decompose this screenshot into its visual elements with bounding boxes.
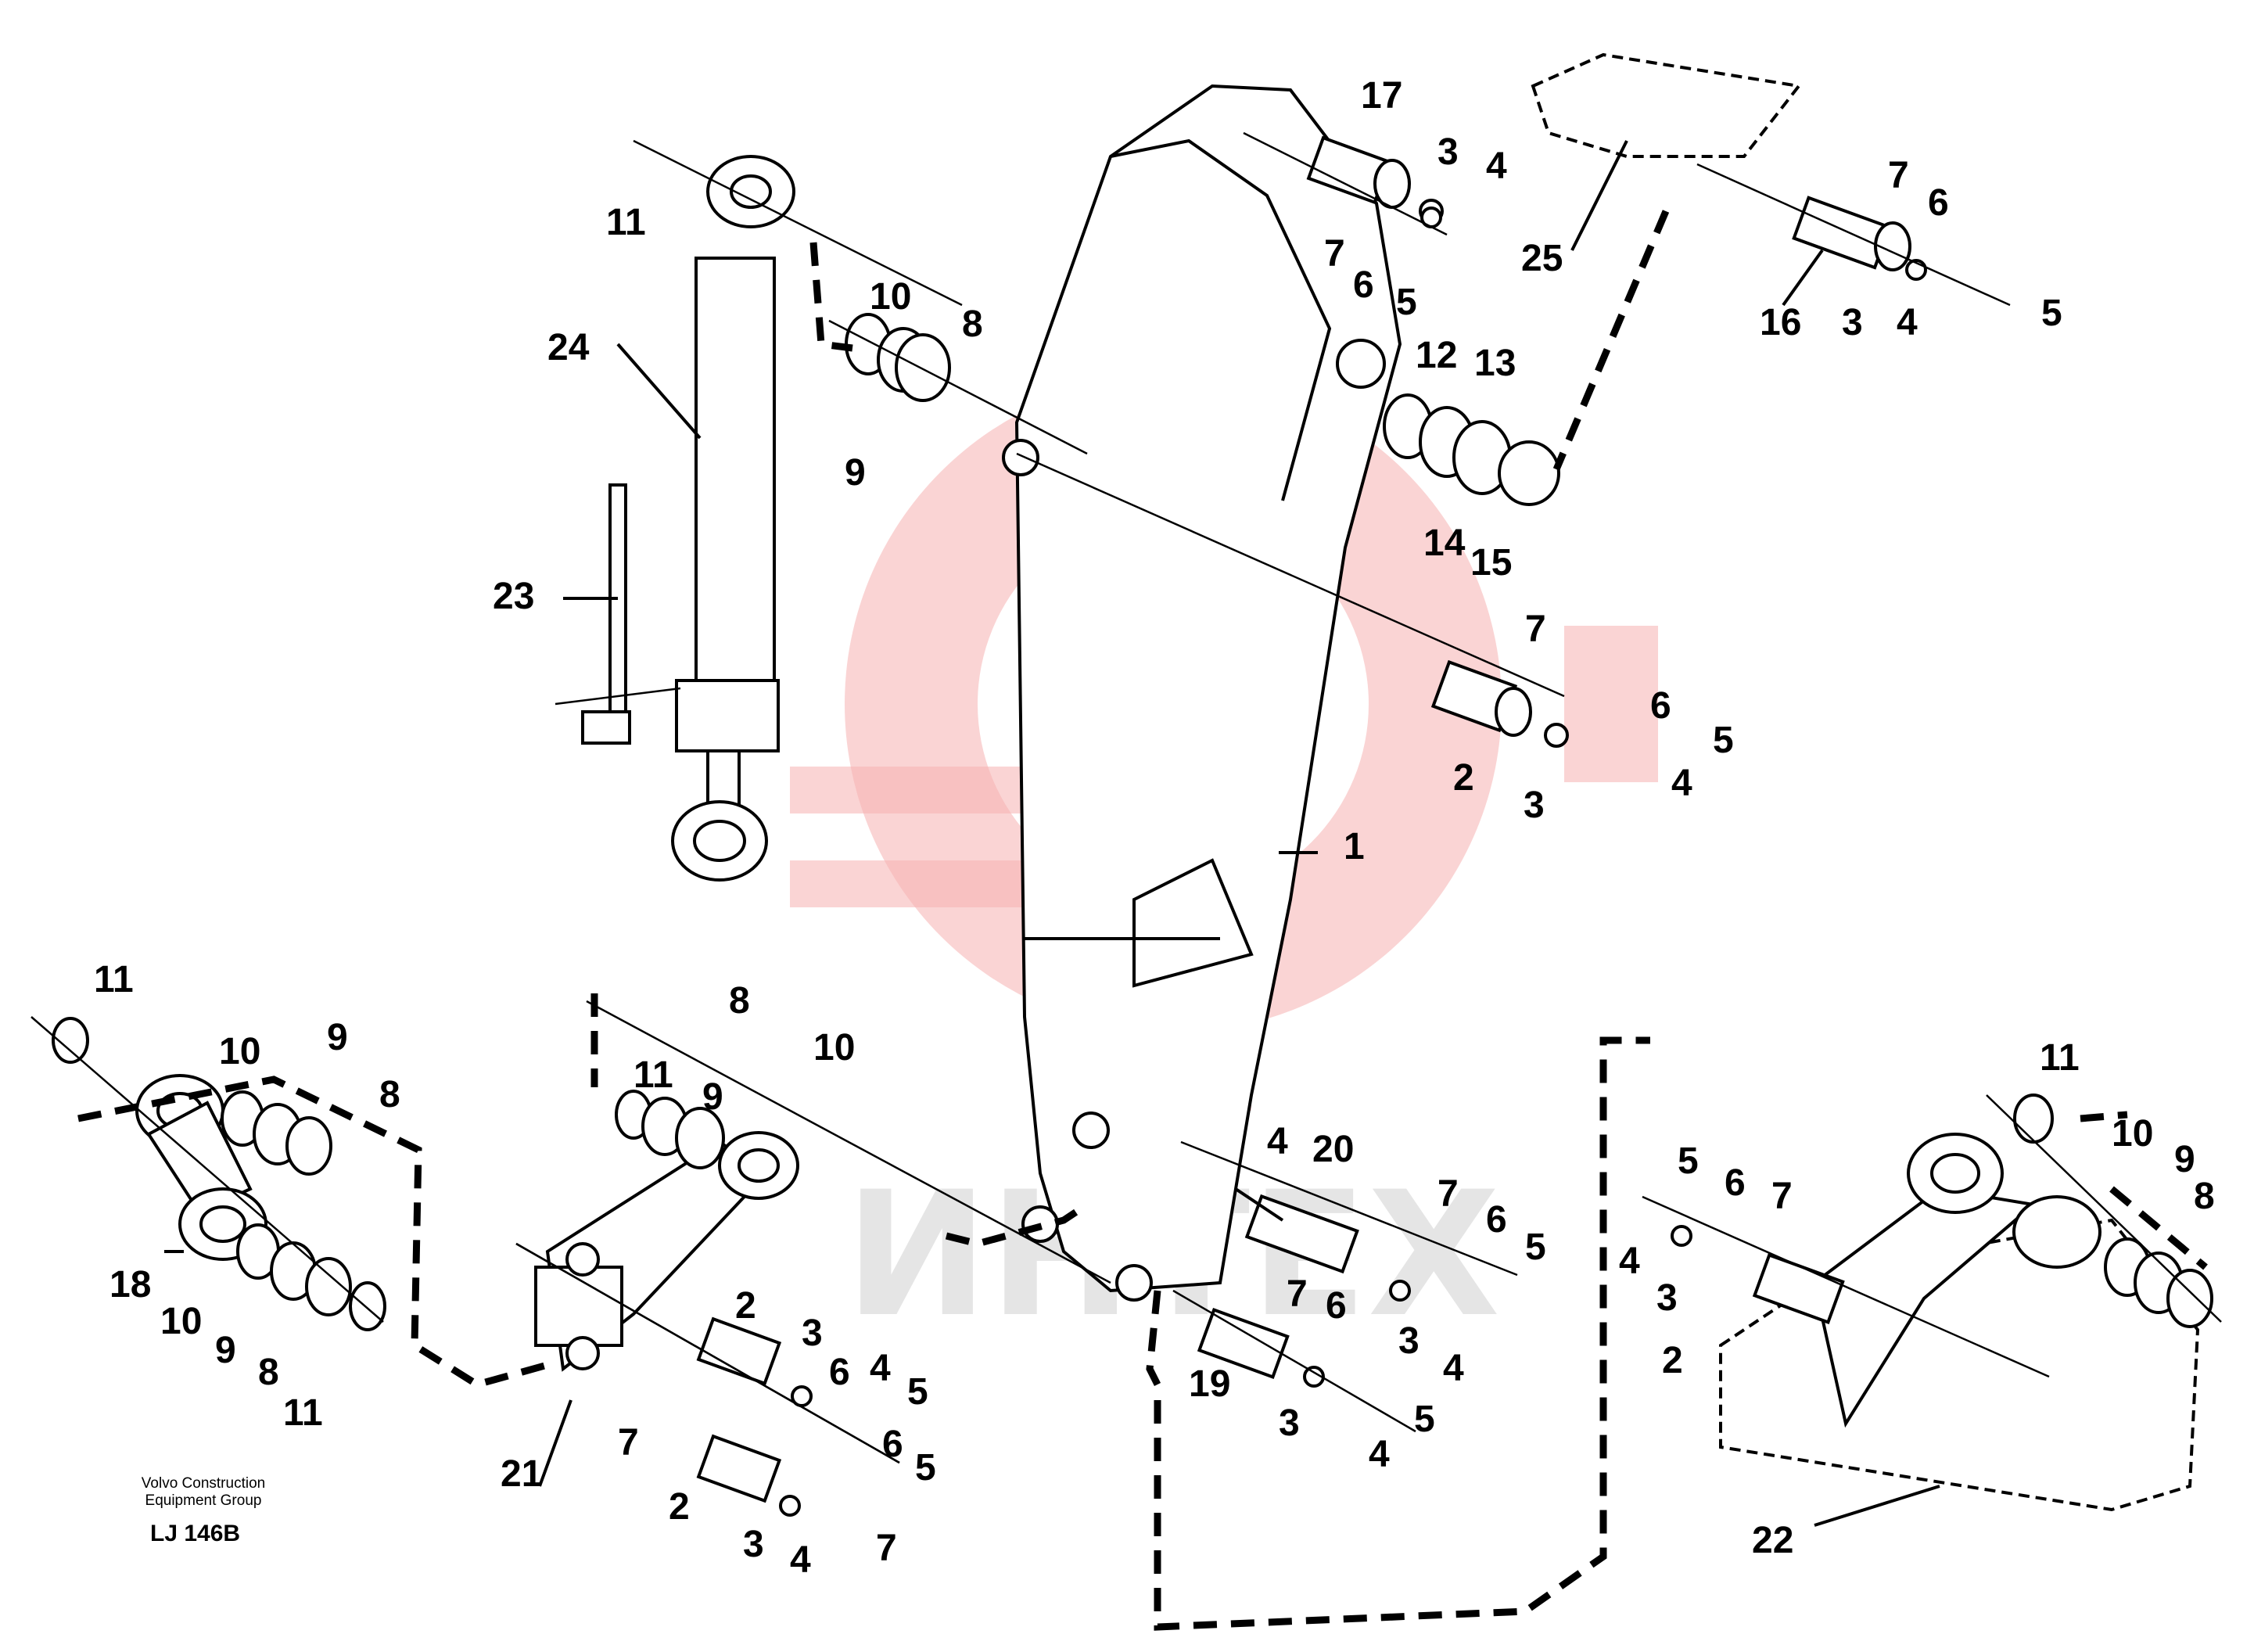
- credit-line-2: Equipment Group: [145, 1492, 262, 1509]
- rod-23: [581, 483, 631, 745]
- callout-14: 14: [1423, 523, 1466, 564]
- pins-and-bushings: [52, 135, 2213, 1517]
- callout-labels: 17 3 4 7 6 5 25 7 6 16 3 4 5 11 10 8 9 2…: [94, 75, 2215, 1581]
- callout-2: 2: [669, 1486, 690, 1528]
- callout-7: 7: [1525, 609, 1546, 650]
- callout-7: 7: [1771, 1176, 1793, 1217]
- callout-24: 24: [547, 327, 590, 368]
- callout-9: 9: [327, 1017, 348, 1058]
- callout-12: 12: [1416, 335, 1457, 376]
- callout-4: 4: [1671, 763, 1692, 804]
- leader-lines: [164, 140, 1940, 1527]
- callout-5: 5: [915, 1447, 936, 1489]
- callout-3: 3: [1437, 131, 1459, 173]
- callout-5: 5: [1678, 1140, 1699, 1182]
- callout-2: 2: [1662, 1340, 1683, 1381]
- callout-9: 9: [702, 1076, 723, 1118]
- callout-5: 5: [1525, 1226, 1546, 1268]
- callout-11: 11: [606, 202, 646, 243]
- boom-part-1: [1002, 84, 1402, 1302]
- callout-10: 10: [870, 276, 911, 318]
- center-lines: [31, 131, 2222, 1464]
- callout-4: 4: [1486, 145, 1507, 187]
- callout-18: 18: [109, 1264, 151, 1305]
- callout-11: 11: [2040, 1037, 2080, 1079]
- callout-23: 23: [493, 576, 534, 617]
- callout-20: 20: [1312, 1129, 1354, 1170]
- bucket-22: [1719, 1133, 2200, 1512]
- callout-10: 10: [219, 1031, 260, 1072]
- callout-16: 16: [1760, 302, 1801, 343]
- callout-9: 9: [215, 1330, 236, 1371]
- callout-2: 2: [1453, 757, 1474, 799]
- callout-17: 17: [1361, 75, 1402, 117]
- callout-15: 15: [1470, 542, 1512, 584]
- callout-8: 8: [2194, 1176, 2215, 1217]
- callout-8: 8: [729, 980, 750, 1022]
- callout-6: 6: [1486, 1199, 1507, 1241]
- callout-3: 3: [1842, 302, 1863, 343]
- callout-5: 5: [1713, 720, 1734, 761]
- callout-13: 13: [1474, 343, 1516, 384]
- credit-line-1: Volvo Construction: [141, 1475, 266, 1492]
- callout-10: 10: [2112, 1113, 2153, 1155]
- callout-3: 3: [1656, 1277, 1678, 1319]
- callout-4: 4: [1369, 1434, 1390, 1475]
- callout-10: 10: [160, 1301, 202, 1342]
- dashed-connectors: [77, 210, 2208, 1631]
- arm-25: [1531, 52, 1802, 158]
- callout-11: 11: [633, 1054, 673, 1096]
- callout-5: 5: [907, 1371, 928, 1413]
- callout-11: 11: [94, 959, 134, 1000]
- callout-25: 25: [1521, 238, 1563, 279]
- callout-4: 4: [870, 1348, 891, 1389]
- callout-9: 9: [845, 452, 866, 494]
- callout-3: 3: [1524, 785, 1545, 826]
- callout-4: 4: [790, 1539, 811, 1581]
- callout-6: 6: [1353, 264, 1374, 306]
- callout-6: 6: [1650, 685, 1671, 727]
- callout-11: 11: [283, 1392, 323, 1434]
- callout-22: 22: [1752, 1520, 1793, 1561]
- lever-21: [534, 1131, 799, 1372]
- callout-7: 7: [1287, 1273, 1308, 1315]
- callout-3: 3: [743, 1524, 764, 1565]
- callout-4: 4: [1443, 1348, 1464, 1389]
- callout-21: 21: [501, 1453, 542, 1495]
- callout-7: 7: [1324, 233, 1345, 275]
- callout-6: 6: [1928, 182, 1949, 224]
- callout-4: 4: [1897, 302, 1918, 343]
- callout-6: 6: [1326, 1285, 1347, 1327]
- hydraulic-cylinder-24: [671, 155, 795, 882]
- callout-5: 5: [2041, 293, 2062, 334]
- callout-9: 9: [2174, 1139, 2195, 1180]
- callout-4: 4: [1267, 1121, 1288, 1162]
- callout-8: 8: [962, 303, 983, 345]
- callout-8: 8: [258, 1352, 279, 1393]
- callout-2: 2: [735, 1285, 756, 1327]
- callout-7: 7: [876, 1528, 897, 1569]
- callout-1: 1: [1344, 826, 1365, 867]
- callout-6: 6: [829, 1352, 850, 1393]
- callout-19: 19: [1189, 1363, 1230, 1405]
- drawing-code: LJ 146B: [150, 1521, 241, 1546]
- callout-6: 6: [1725, 1162, 1746, 1204]
- callout-8: 8: [379, 1074, 400, 1115]
- callout-3: 3: [1398, 1320, 1420, 1362]
- callout-5: 5: [1396, 282, 1417, 323]
- callout-3: 3: [1279, 1402, 1300, 1444]
- callout-5: 5: [1414, 1399, 1435, 1440]
- callout-7: 7: [1888, 155, 1909, 196]
- callout-10: 10: [813, 1027, 855, 1068]
- callout-7: 7: [618, 1422, 639, 1463]
- callout-7: 7: [1437, 1173, 1459, 1215]
- callout-6: 6: [882, 1424, 903, 1465]
- callout-3: 3: [802, 1313, 823, 1354]
- callout-4: 4: [1619, 1241, 1640, 1282]
